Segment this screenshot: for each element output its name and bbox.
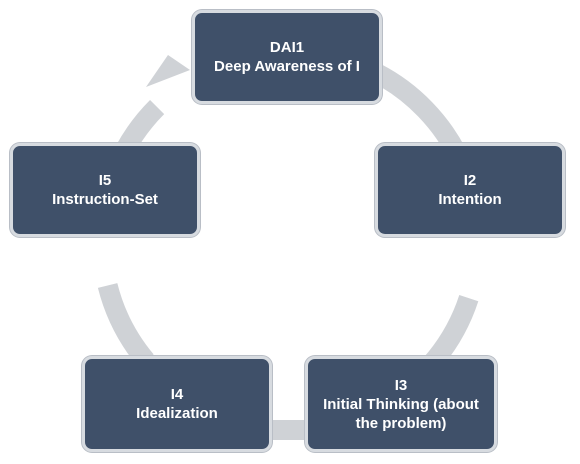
step-i4-box: I4 Idealization: [82, 356, 272, 452]
step-i3-box: I3 Initial Thinking (about the problem): [305, 356, 497, 452]
step-i2-box: I2 Intention: [375, 143, 565, 237]
step-i5-label: Instruction-Set: [52, 191, 158, 208]
step-i4-label: Idealization: [136, 405, 218, 422]
step-i4-code: I4: [170, 386, 184, 403]
step-i3-code: I3: [394, 376, 408, 394]
step-i2-label: Intention: [438, 191, 502, 208]
step-dai1-code: DAI1: [269, 39, 305, 56]
step-i3-label-line-1: Initial Thinking (about: [323, 395, 479, 413]
step-i5-box: I5 Instruction-Set: [10, 143, 200, 237]
ring-arc-segment: [97, 282, 154, 368]
cycle-arrowhead-icon: [146, 55, 190, 87]
step-i2-code: I2: [463, 172, 477, 189]
step-i5-code: I5: [98, 172, 112, 189]
step-i3-label-line-2: the problem): [355, 414, 447, 432]
ring-connector-bottom: [266, 420, 310, 440]
step-dai1-box: DAI1 Deep Awareness of I: [192, 10, 382, 104]
step-dai1-label: Deep Awareness of I: [214, 58, 360, 75]
